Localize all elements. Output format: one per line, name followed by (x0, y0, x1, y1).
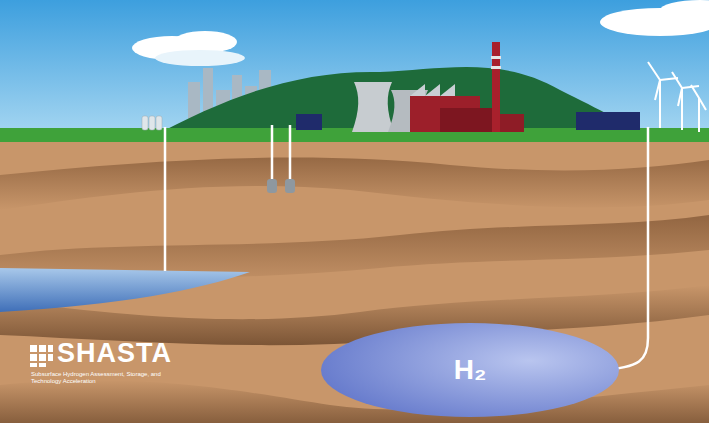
logo-wordmark: SHASTA (57, 338, 172, 369)
storage-tank (296, 114, 322, 130)
clouds (132, 0, 709, 66)
logo-subtitle: Subsurface Hydrogen Assessment, Storage,… (31, 371, 161, 385)
storage-tank (576, 112, 640, 130)
rock-layer (0, 158, 709, 210)
wind-turbines (648, 62, 706, 132)
factory (410, 42, 524, 132)
hill (150, 67, 650, 138)
well-heads (267, 179, 295, 193)
reservoir-label: H₂ (454, 354, 487, 386)
storage-reservoir: H₂ (320, 322, 620, 418)
aquifer (0, 268, 250, 312)
logo-icon (30, 345, 53, 367)
silos (142, 116, 162, 130)
